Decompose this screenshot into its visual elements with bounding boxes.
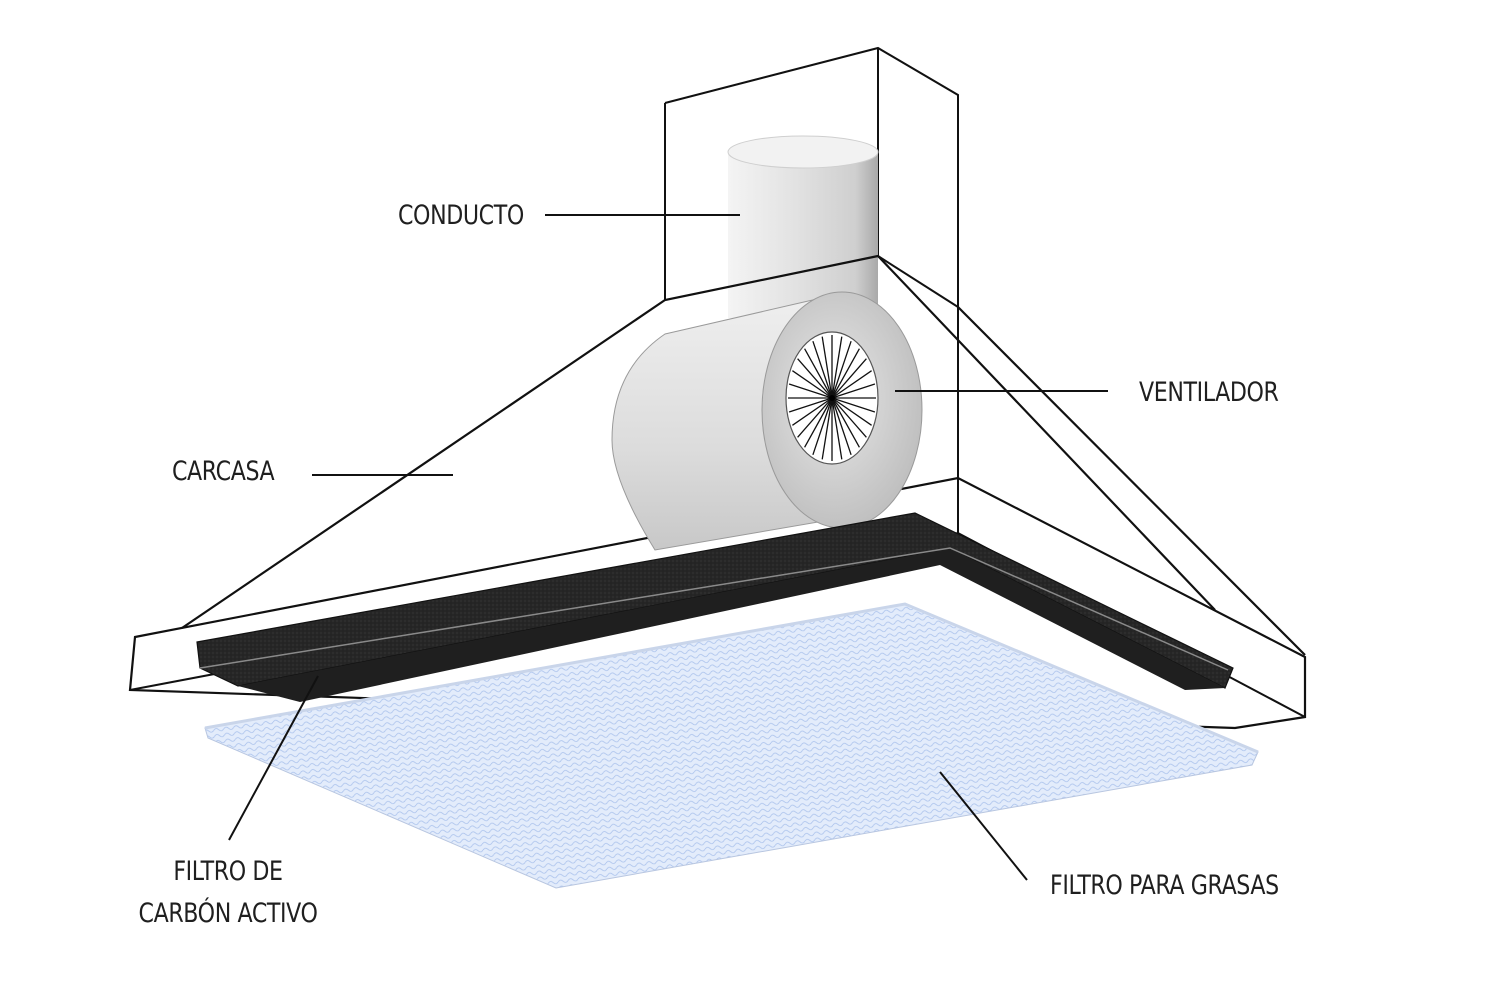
- fan-blade: [812, 340, 833, 399]
- fan-blade: [831, 397, 860, 448]
- fan-assembly: [611, 291, 923, 551]
- fan-blade: [788, 397, 833, 413]
- fan-blades: [788, 335, 876, 461]
- fan-blade: [831, 348, 860, 399]
- carbon-filter: [196, 512, 1234, 702]
- fan-blade: [821, 336, 833, 399]
- fan-blade: [831, 397, 867, 438]
- fan-blade: [831, 370, 872, 399]
- fan-blade: [788, 383, 833, 399]
- fan-blade: [797, 397, 833, 438]
- label-ventilador: VENTILADOR: [1139, 377, 1279, 408]
- fan-blade: [831, 383, 876, 399]
- fan-blade: [821, 397, 833, 460]
- leader-filtro-carbon: [228, 675, 319, 841]
- label-carcasa: CARCASA: [172, 456, 275, 487]
- fan-blade: [831, 397, 852, 456]
- fan-blade: [812, 397, 833, 456]
- fan-blade: [831, 340, 852, 399]
- duct-cylinder: [727, 135, 879, 330]
- grease-filter: [204, 602, 1259, 889]
- label-filtro-carbon-line1: FILTRO DE: [173, 856, 283, 887]
- leader-filtro-grasas: [939, 771, 1028, 881]
- label-conducto: CONDUCTO: [398, 200, 524, 231]
- fan-blade: [797, 358, 833, 399]
- fan-blade: [792, 397, 833, 426]
- fan-blade: [831, 336, 843, 399]
- leader-lines: [228, 214, 1108, 881]
- fan-blade: [831, 358, 867, 399]
- fan-blade: [831, 397, 872, 426]
- label-filtro-carbon-line2: CARBÓN ACTIVO: [138, 898, 318, 929]
- fan-blade: [792, 370, 833, 399]
- fan-blade: [831, 397, 843, 460]
- fan-blade: [804, 348, 833, 399]
- fan-blade: [804, 397, 833, 448]
- fan-blade: [831, 397, 876, 413]
- label-filtro-grasas: FILTRO PARA GRASAS: [1050, 870, 1279, 901]
